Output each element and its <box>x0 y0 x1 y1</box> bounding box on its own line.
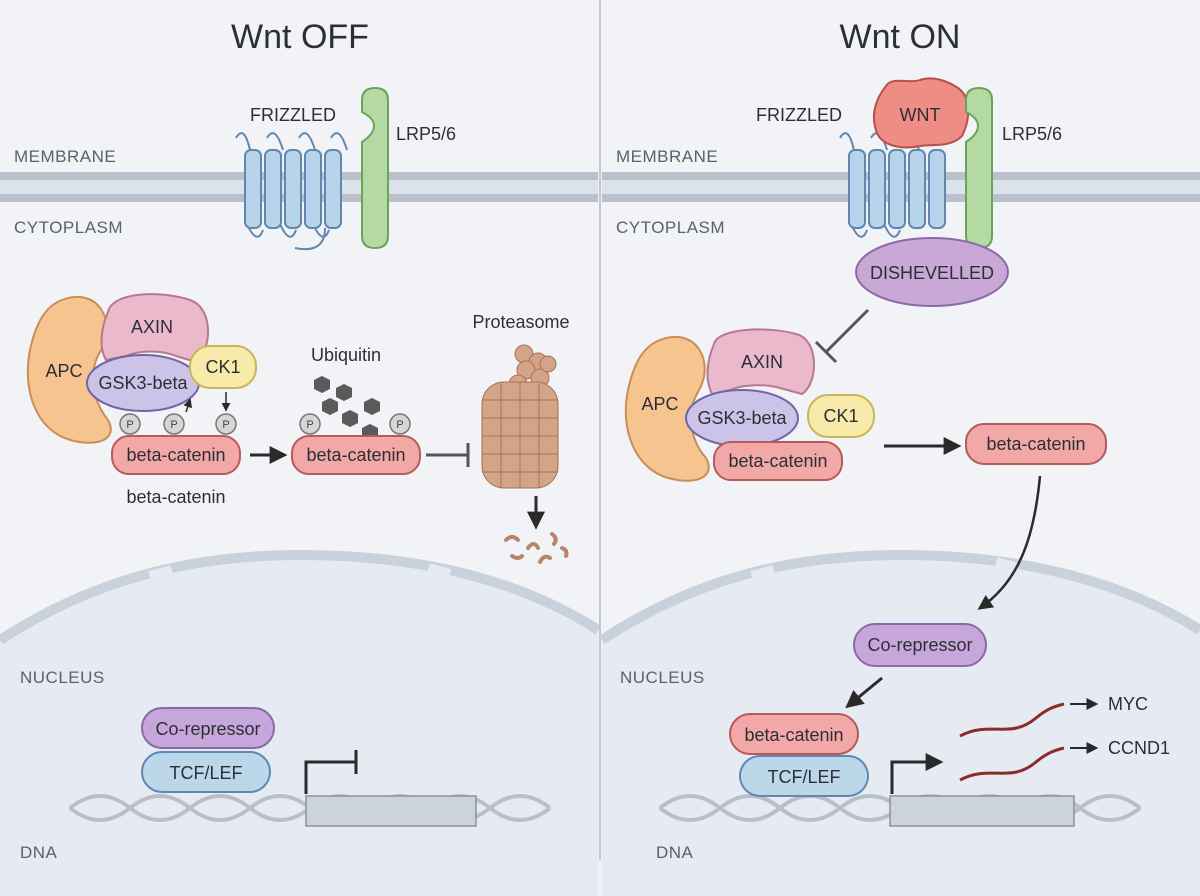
corepressor-label-on: Co-repressor <box>867 635 972 655</box>
panel-title-off: Wnt OFF <box>231 18 369 56</box>
beta-catenin-complex-label-off: beta-catenin <box>126 445 225 465</box>
beta-catenin-nuclear-label: beta-catenin <box>744 725 843 745</box>
corepressor-displacement-arrow <box>845 676 883 709</box>
dishevelled-inhibition-bar <box>814 340 838 364</box>
destruction-complex-on <box>624 328 875 482</box>
beta-catenin-complex-label-on: beta-catenin <box>728 451 827 471</box>
gene-label-myc: MYC <box>1108 694 1148 714</box>
corepressor-on <box>853 623 987 667</box>
phospho-group-ub <box>299 413 321 435</box>
ck1-label-on: CK1 <box>823 406 858 426</box>
gsk3-label-on: GSK3-beta <box>697 408 787 428</box>
nuclear-envelope-off <box>0 549 601 645</box>
nucleus-label-on: NUCLEUS <box>620 668 705 687</box>
phospho-group-ub <box>389 413 411 435</box>
cytoplasm-label-off: CYTOPLASM <box>14 218 123 237</box>
lrp-coreceptor-off <box>361 86 389 250</box>
apc-label-off: APC <box>45 361 82 381</box>
phospho-label: P <box>170 419 177 431</box>
tcf-lef-off <box>141 751 271 793</box>
ck1-protein-on <box>807 394 875 438</box>
ck1-protein-off <box>189 345 257 389</box>
phospho-label: P <box>396 419 403 431</box>
dishevelled-inhibition-line <box>824 308 870 354</box>
gene-label-ccnd1: CCND1 <box>1108 738 1170 758</box>
beta-catenin-ub-label: beta-catenin <box>306 445 405 465</box>
panel-wnt-off: Wnt OFF MEMBRANE CYTOPLASM NUCLEUS DNA F… <box>0 18 601 896</box>
lrp-label-on: LRP5/6 <box>1002 124 1062 144</box>
panel-wnt-on: Wnt ON MEMBRANE CYTOPLASM NUCLEUS DNA FR… <box>599 18 1200 896</box>
axin-label-off: AXIN <box>131 317 173 337</box>
apc-label-on: APC <box>641 394 678 414</box>
nucleus-region-off <box>0 555 598 896</box>
beta-catenin-complex-on <box>713 441 843 481</box>
destruction-complex-off: P P P <box>26 293 257 475</box>
ubiquitin-label: Ubiquitin <box>311 345 381 365</box>
target-gene-box-off <box>305 795 477 827</box>
membrane-label-on: MEMBRANE <box>616 147 718 166</box>
nucleus-label-off: NUCLEUS <box>20 668 105 687</box>
dna-label-on: DNA <box>656 843 694 862</box>
panel-title-on: Wnt ON <box>840 18 961 56</box>
wnt-label: WNT <box>900 105 941 125</box>
lrp-coreceptor-on <box>965 86 993 250</box>
frizzled-label-off: FRIZZLED <box>250 105 336 125</box>
apc-protein-on <box>624 335 710 482</box>
degraded-fragments <box>504 532 569 564</box>
phospho-label: P <box>306 419 313 431</box>
wnt-ligand <box>872 77 970 149</box>
phospho-label: P <box>126 419 133 431</box>
target-gene-box-on <box>889 795 1075 827</box>
tcf-lef-label-off: TCF/LEF <box>169 763 242 783</box>
beta-catenin-caption-off: beta-catenin <box>126 487 225 507</box>
lrp-label-off: LRP5/6 <box>396 124 456 144</box>
corepressor-label-off: Co-repressor <box>155 719 260 739</box>
beta-catenin-complex-off <box>111 435 241 475</box>
nuclear-pores-on <box>750 557 1020 583</box>
nuclear-envelope-on <box>599 549 1200 645</box>
nuclear-pores-off <box>148 563 452 583</box>
blocked-promoter-off <box>304 760 356 794</box>
proteasome-label: Proteasome <box>472 312 569 332</box>
beta-catenin-free <box>965 423 1107 465</box>
nuclear-translocation-arrow <box>977 475 1042 610</box>
mrna-transcript-1 <box>959 702 1065 738</box>
gsk3-label-off: GSK3-beta <box>98 373 188 393</box>
ubiquitin-chain <box>314 376 380 441</box>
frizzled-receptor-on <box>839 132 946 238</box>
corepressor-off <box>141 707 275 749</box>
axin-label-on: AXIN <box>741 352 783 372</box>
phosphorylation-arrow-gsk3 <box>183 398 192 413</box>
frizzled-label-on: FRIZZLED <box>756 105 842 125</box>
membrane-label-off: MEMBRANE <box>14 147 116 166</box>
beta-catenin-ubiquitinated <box>291 435 421 475</box>
phospho-groups-off: P P P <box>119 413 237 435</box>
proteasome <box>481 344 559 489</box>
phospho-label: P <box>222 419 229 431</box>
tcf-lef-on <box>739 755 869 797</box>
dna-label-off: DNA <box>20 843 58 862</box>
beta-catenin-free-label: beta-catenin <box>986 434 1085 454</box>
dishevelled-label: DISHEVELLED <box>870 263 994 283</box>
mrna-transcript-2 <box>959 746 1065 782</box>
beta-catenin-nuclear <box>729 713 859 755</box>
dishevelled-protein <box>855 237 1009 307</box>
ck1-label-off: CK1 <box>205 357 240 377</box>
tcf-lef-label-on: TCF/LEF <box>767 767 840 787</box>
frizzled-receptor-off <box>235 132 348 250</box>
axin-protein-on <box>706 328 815 396</box>
active-promoter-on <box>890 753 944 794</box>
cytoplasm-label-on: CYTOPLASM <box>616 218 725 237</box>
